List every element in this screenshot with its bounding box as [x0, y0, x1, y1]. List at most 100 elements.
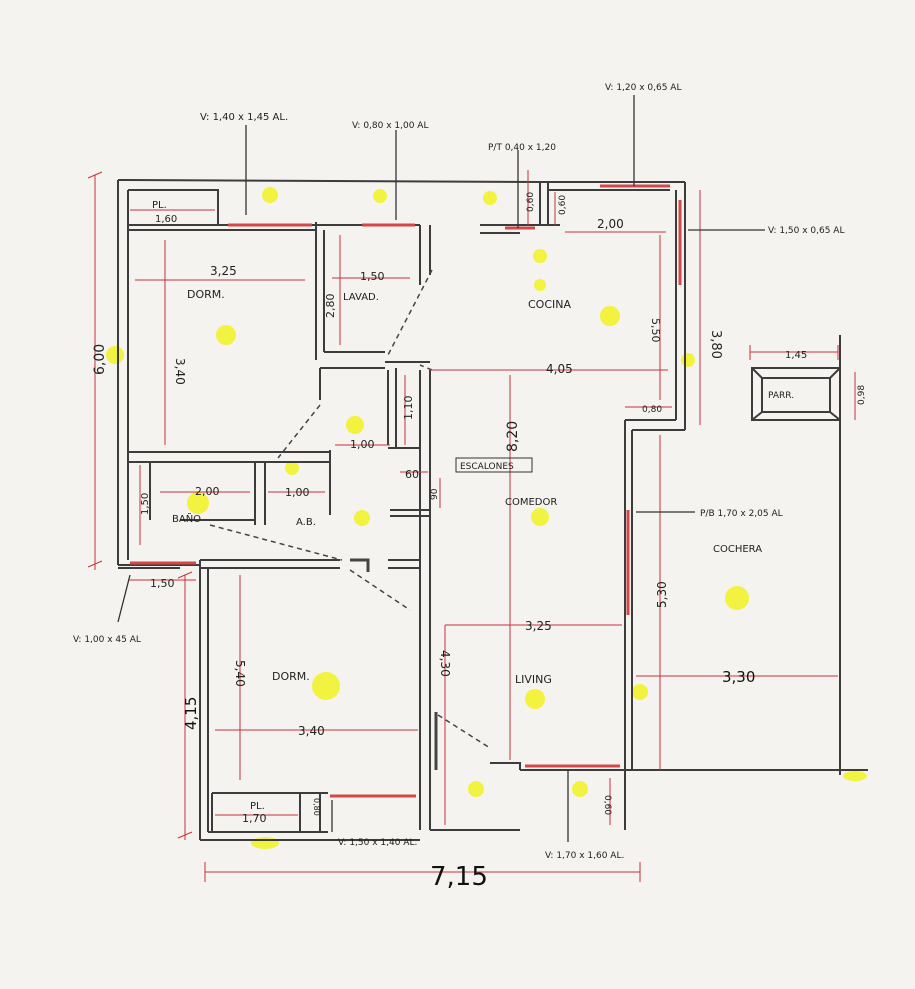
dim-label: 3,40 [298, 724, 325, 738]
light-fixture [285, 461, 299, 475]
room-label-comedor: COMEDOR [505, 497, 557, 508]
dim-label: 0,60 [602, 795, 612, 815]
note-window-bano: V: 1,00 x 45 AL [73, 635, 141, 645]
escalones-box [455, 457, 533, 473]
dimension-line [204, 862, 641, 882]
dimension-line [177, 571, 193, 840]
light-fixture [354, 510, 370, 526]
dim-label: 0,80 [642, 405, 662, 415]
light-fixture [600, 306, 620, 326]
dim-label: 3,80 [708, 330, 723, 359]
note-door-pt: P/T 0,40 x 1,20 [488, 143, 556, 153]
light-fixture [632, 684, 648, 700]
dim-label: 3,30 [722, 668, 755, 686]
dim-label: 1,10 [402, 396, 415, 421]
wall [117, 179, 541, 183]
dim-label: 4,15 [182, 697, 200, 730]
light-fixture [251, 837, 279, 849]
room-label-bano: BAÑO [172, 512, 201, 525]
room-label-dorm-top: DORM. [187, 288, 225, 301]
dim-label: 4,05 [546, 362, 573, 376]
dim-label: 0,98 [857, 385, 867, 405]
dim-label: 1,60 [155, 214, 177, 225]
wall [761, 377, 831, 413]
note-window-dorm-bottom: V: 1,50 x 1,40 AL. [338, 838, 417, 848]
note-window-cocina-side: V: 1,50 x 0,65 AL [768, 226, 844, 236]
light-fixture [373, 189, 387, 203]
dim-label-total-width: 7,15 [430, 862, 488, 892]
dim-label: 5,50 [649, 318, 662, 343]
note-window-lavadero: V: 0,80 x 1,00 AL [352, 121, 428, 131]
light-fixture [483, 191, 497, 205]
wall [128, 189, 219, 226]
dim-label: 90 [430, 488, 440, 500]
dimension-labels: 6,00 1,60 3,25 3,40 1,50 2,80 0,60 0,60 … [92, 192, 867, 892]
door-swing [419, 364, 433, 371]
light-fixture [525, 689, 545, 709]
light-fixture [533, 249, 547, 263]
door-swing [387, 269, 433, 356]
light-fixture [468, 781, 484, 797]
room-labels: DORM. LAVAD. COCINA BAÑO A.B. COMEDOR CO… [152, 200, 794, 812]
door-swings [209, 269, 491, 749]
dimension-line [749, 345, 839, 360]
dim-label: 0,60 [558, 195, 568, 215]
wall [751, 367, 841, 421]
room-label-dorm-bottom: DORM. [272, 670, 310, 683]
light-fixture [312, 672, 340, 700]
light-fixture [531, 508, 549, 526]
light-fixture [534, 279, 546, 291]
light-fixture [725, 586, 749, 610]
room-label-parrilla: PARR. [768, 391, 794, 401]
dim-label: 0,80 [312, 798, 321, 816]
dim-label: 60 [405, 468, 419, 481]
dimension-line [87, 171, 103, 570]
light-fixture [346, 416, 364, 434]
dim-label: 0,60 [526, 192, 536, 212]
door-swing [277, 404, 321, 459]
dim-label: 2,00 [597, 217, 624, 231]
dim-label: 4,30 [438, 650, 452, 677]
dim-label: 1,50 [360, 270, 385, 283]
dim-label: 5,30 [655, 581, 669, 608]
door-leaves [350, 558, 438, 770]
dim-label: 1,50 [140, 493, 151, 515]
note-window-dorm: V: 1,40 x 1,45 AL. [200, 112, 288, 123]
dim-label: 3,40 [173, 358, 187, 385]
windows [130, 184, 682, 798]
dim-label: 8,20 [505, 421, 521, 452]
wall [751, 367, 841, 421]
dim-label: 6,00 [92, 344, 108, 375]
light-fixture [262, 187, 278, 203]
dim-label: 2,00 [195, 485, 220, 498]
dimension-lines [87, 170, 856, 882]
dim-label: 1,45 [785, 350, 807, 361]
room-label-living: LIVING [515, 673, 552, 686]
door-swing [209, 524, 343, 561]
light-fixture [572, 781, 588, 797]
light-fixture [681, 353, 695, 367]
window-notes: V: 1,40 x 1,45 AL. V: 0,80 x 1,00 AL V: … [73, 83, 844, 861]
door-leaf [350, 558, 370, 572]
room-label-pl-top: PL. [152, 200, 167, 211]
dim-label: 1,50 [150, 577, 175, 590]
escalones-label: ESCALONES [460, 462, 514, 472]
room-label-pl-bottom: PL. [250, 801, 265, 812]
room-label-lavadero: LAVAD. [343, 292, 379, 303]
light-fixture [216, 325, 236, 345]
door-swing [349, 569, 411, 611]
light-fixture [187, 492, 209, 514]
room-label-ab: A.B. [296, 517, 316, 528]
dim-label: 1,00 [285, 486, 310, 499]
note-window-cocina: V: 1,20 x 0,65 AL [605, 83, 681, 93]
dim-label: 3,25 [210, 264, 237, 278]
note-door-cochera: P/B 1,70 x 2,05 AL [700, 509, 783, 519]
room-label-cocina: COCINA [528, 298, 571, 311]
note-leaders [117, 95, 765, 842]
note-window-living: V: 1,70 x 1,60 AL. [545, 851, 624, 861]
light-fixture [106, 346, 124, 364]
dim-label: 3,25 [525, 619, 552, 633]
dim-label: 1,00 [350, 438, 375, 451]
